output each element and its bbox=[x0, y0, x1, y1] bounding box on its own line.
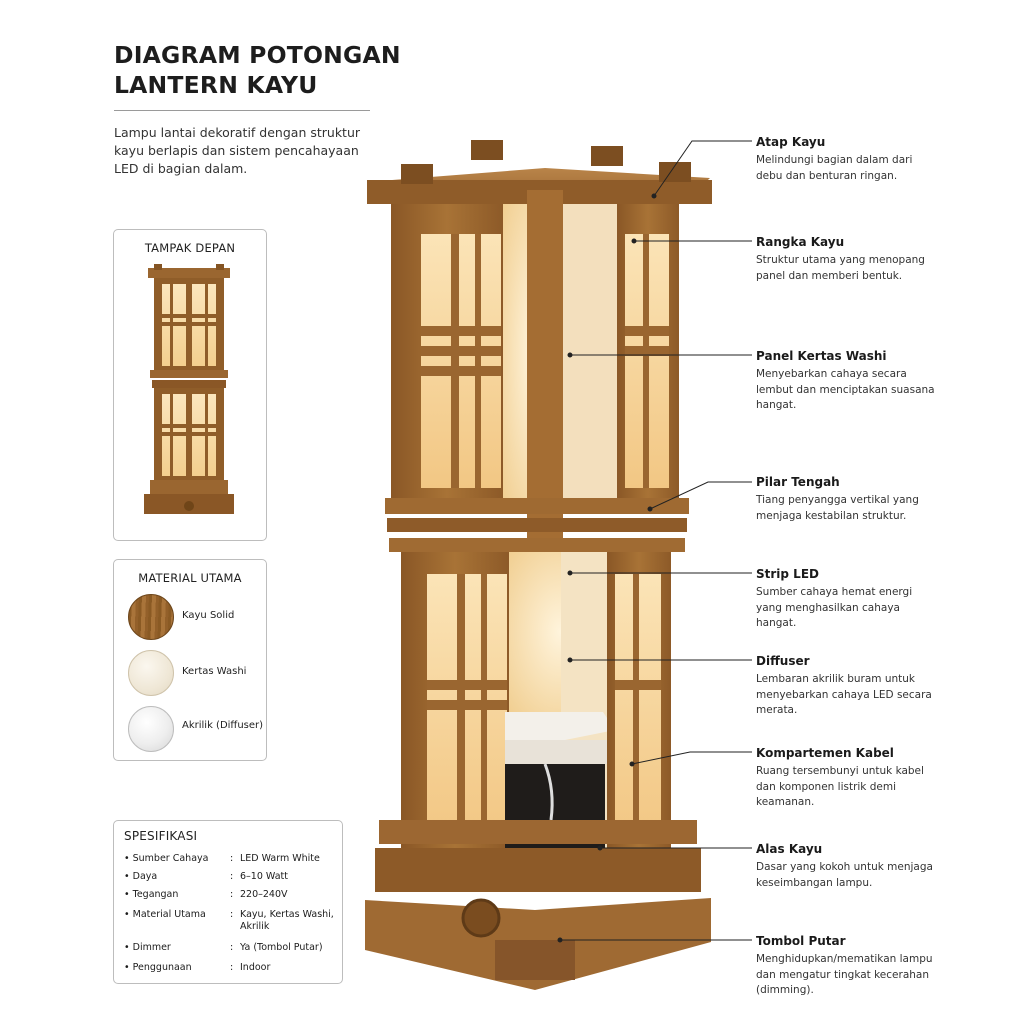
base-upper-tier bbox=[379, 820, 697, 844]
callout-tombol-putar: Tombol Putar Menghidupkan/mematikan lamp… bbox=[756, 933, 940, 999]
leader-dot bbox=[557, 937, 563, 943]
spec-key: Sumber Cahaya bbox=[124, 853, 230, 865]
leader-dot bbox=[631, 238, 637, 244]
title-line-2: LANTERN KAYU bbox=[114, 71, 318, 99]
material-label-acrylic: Akrilik (Diffuser) bbox=[182, 720, 264, 731]
callout-atap-kayu: Atap Kayu Melindungi bagian dalam dari d… bbox=[756, 134, 940, 184]
roof-peg bbox=[401, 164, 433, 184]
cutaway-lamp-illustration bbox=[365, 140, 712, 990]
callout-kompartemen-kabel: Kompartemen Kabel Ruang tersembunyi untu… bbox=[756, 745, 940, 811]
leader-line-cable bbox=[631, 751, 752, 765]
spec-value: Indoor bbox=[240, 962, 271, 973]
wood-swatch-icon bbox=[128, 594, 174, 640]
callout-desc: Lembaran akrilik buram untuk menyebarkan… bbox=[756, 673, 932, 717]
spec-separator: : bbox=[230, 909, 234, 920]
callout-desc: Melindungi bagian dalam dari debu dan be… bbox=[756, 154, 913, 182]
roof-peg bbox=[591, 146, 623, 166]
base-middle-tier bbox=[375, 848, 701, 892]
spec-value: Ya (Tombol Putar) bbox=[240, 942, 323, 953]
spec-value: Kayu, Kertas Washi, Akrilik bbox=[240, 909, 334, 932]
page-title: DIAGRAM POTONGAN LANTERN KAYU bbox=[114, 40, 401, 100]
callout-rangka-kayu: Rangka Kayu Struktur utama yang menopang… bbox=[756, 234, 940, 284]
spec-value: 220–240V bbox=[240, 889, 288, 900]
spec-key: Dimmer bbox=[124, 942, 230, 954]
callout-alas-kayu: Alas Kayu Dasar yang kokoh untuk menjaga… bbox=[756, 841, 940, 891]
specifications-panel: SPESIFIKASI Sumber Cahaya : LED Warm Whi… bbox=[113, 820, 343, 984]
spec-separator: : bbox=[230, 871, 234, 882]
callout-strip-led: Strip LED Sumber cahaya hemat energi yan… bbox=[756, 566, 940, 632]
middle-band bbox=[387, 518, 687, 532]
front-dimmer-knob-icon bbox=[184, 501, 194, 511]
callout-desc: Menghidupkan/mematikan lampu dan mengatu… bbox=[756, 953, 933, 997]
callout-diffuser: Diffuser Lembaran akrilik buram untuk me… bbox=[756, 653, 940, 719]
callout-title: Tombol Putar bbox=[756, 934, 846, 948]
middle-band bbox=[389, 538, 685, 552]
leader-dot bbox=[651, 193, 657, 199]
upper-left-washi-panel bbox=[421, 234, 501, 488]
callout-title: Alas Kayu bbox=[756, 842, 823, 856]
leader-dot bbox=[647, 506, 653, 512]
dimmer-knob-icon bbox=[461, 898, 501, 938]
callout-title: Rangka Kayu bbox=[756, 235, 845, 249]
leader-dot bbox=[567, 570, 573, 576]
callout-pilar-tengah: Pilar Tengah Tiang penyangga vertikal ya… bbox=[756, 474, 940, 524]
acrylic-swatch-icon bbox=[128, 706, 174, 752]
leader-dot bbox=[597, 845, 603, 851]
callout-desc: Dasar yang kokoh untuk menjaga keseimban… bbox=[756, 861, 933, 889]
materials-panel: MATERIAL UTAMA Kayu Solid Kertas Washi A… bbox=[113, 559, 267, 761]
base-drawer bbox=[495, 940, 575, 980]
material-label-wood: Kayu Solid bbox=[182, 610, 235, 621]
spec-separator: : bbox=[230, 962, 234, 973]
front-view-lamp-illustration bbox=[144, 264, 234, 514]
leader-line-pillar bbox=[649, 481, 752, 510]
callout-desc: Ruang tersembunyi untuk kabel dan kompon… bbox=[756, 765, 924, 809]
middle-band bbox=[385, 498, 689, 514]
material-label-washi: Kertas Washi bbox=[182, 666, 247, 677]
upper-back-washi bbox=[563, 204, 619, 502]
spec-separator: : bbox=[230, 942, 234, 953]
front-view-title: TAMPAK DEPAN bbox=[144, 241, 236, 255]
callout-title: Panel Kertas Washi bbox=[756, 349, 887, 363]
callout-title: Pilar Tengah bbox=[756, 475, 840, 489]
leader-dot bbox=[567, 352, 573, 358]
callout-desc: Menyebarkan cahaya secara lembut dan men… bbox=[756, 368, 935, 412]
spec-separator: : bbox=[230, 889, 234, 900]
specifications-title: SPESIFIKASI bbox=[124, 829, 198, 843]
washi-swatch-icon bbox=[128, 650, 174, 696]
front-roof bbox=[148, 268, 230, 278]
spec-key: Tegangan bbox=[124, 889, 230, 901]
callout-desc: Tiang penyangga vertikal yang menjaga ke… bbox=[756, 494, 919, 522]
spec-separator: : bbox=[230, 853, 234, 864]
leader-dot bbox=[567, 657, 573, 663]
leader-line-roof bbox=[653, 140, 752, 197]
spec-value: 6–10 Watt bbox=[240, 871, 288, 882]
callout-desc: Struktur utama yang menopang panel dan m… bbox=[756, 254, 925, 282]
callout-title: Atap Kayu bbox=[756, 135, 826, 149]
page-subtitle: Lampu lantai dekoratif dengan struktur k… bbox=[114, 125, 361, 176]
spec-key: Material Utama bbox=[124, 909, 230, 921]
callout-title: Strip LED bbox=[756, 567, 819, 581]
roof-peg bbox=[471, 140, 503, 160]
callout-desc: Sumber cahaya hemat energi yang menghasi… bbox=[756, 586, 913, 630]
spec-key: Daya bbox=[124, 871, 230, 883]
title-divider bbox=[114, 110, 370, 111]
spec-value: LED Warm White bbox=[240, 853, 320, 864]
callout-panel-kertas-washi: Panel Kertas Washi Menyebarkan cahaya se… bbox=[756, 348, 940, 414]
materials-title: MATERIAL UTAMA bbox=[138, 571, 242, 585]
leader-dot bbox=[629, 761, 635, 767]
title-line-1: DIAGRAM POTONGAN bbox=[114, 41, 401, 69]
callout-title: Kompartemen Kabel bbox=[756, 746, 894, 760]
spec-key: Penggunaan bbox=[124, 962, 230, 974]
callout-title: Diffuser bbox=[756, 654, 810, 668]
